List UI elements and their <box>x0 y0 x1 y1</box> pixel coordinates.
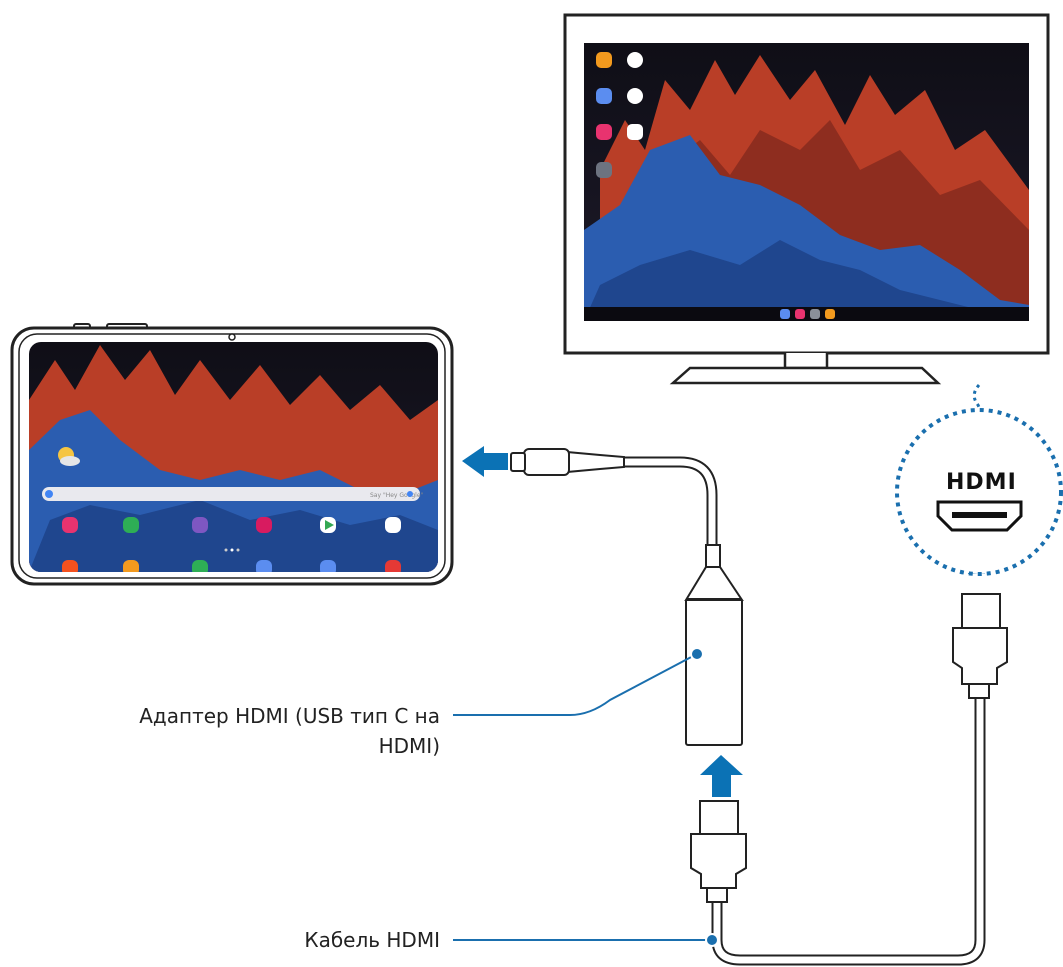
camera-app-icon[interactable] <box>62 517 78 533</box>
store-app-icon[interactable] <box>256 517 272 533</box>
messages-app-icon[interactable] <box>256 560 272 576</box>
tv-desktop-icon-internet[interactable] <box>596 88 612 104</box>
files-app-icon[interactable] <box>123 560 139 576</box>
google-search-bar[interactable] <box>42 487 420 501</box>
notes-app-icon[interactable] <box>62 560 78 576</box>
tv-screen <box>584 43 1029 321</box>
tablet-screen: Say "Hey Google" <box>29 342 438 576</box>
tv-stand <box>669 353 942 385</box>
up-arrow-into-adapter <box>700 755 743 797</box>
tv-taskbar-app-3[interactable] <box>810 309 820 319</box>
hdmi-cable <box>690 593 1008 966</box>
adapter-label-line1: Адаптер HDMI (USB тип C на <box>139 704 440 728</box>
usb-c-to-hdmi-adapter <box>510 448 744 746</box>
callout-leaders <box>453 647 719 947</box>
tv-desktop-icon-apps[interactable] <box>627 124 643 140</box>
tv-desktop-icon-settings[interactable] <box>596 162 612 178</box>
tv-desktop-icon-folder[interactable] <box>596 52 612 68</box>
adapter-body <box>685 598 743 746</box>
adapter-label-line2: HDMI) <box>379 734 440 758</box>
tv-taskbar-app-1[interactable] <box>780 309 790 319</box>
left-arrow-into-tablet <box>462 446 508 477</box>
search-hint: Say "Hey Google" <box>370 492 424 499</box>
tv-desktop-icon-play[interactable] <box>627 88 643 104</box>
tv-taskbar-app-4[interactable] <box>825 309 835 319</box>
hdmi-port-label: HDMI <box>946 470 1017 495</box>
google-apps-folder-icon[interactable] <box>385 517 401 533</box>
hdmi-port-zoom: HDMI <box>895 383 1063 576</box>
tv-taskbar-app-2[interactable] <box>795 309 805 319</box>
hdmi-port-icon <box>936 500 1023 532</box>
phone-app-icon[interactable] <box>192 560 208 576</box>
screen-recorder-app-icon[interactable] <box>385 560 401 576</box>
calculator-app-icon[interactable] <box>192 517 208 533</box>
tv-desktop-icon-gallery[interactable] <box>596 124 612 140</box>
front-camera-icon <box>228 333 236 341</box>
mic-icon[interactable] <box>407 491 413 497</box>
tv-desktop-icon-google[interactable] <box>627 52 643 68</box>
google-icon <box>45 490 53 498</box>
gallery-app-icon[interactable] <box>123 517 139 533</box>
tv-monitor <box>563 13 1050 385</box>
tablet: Say "Hey Google" <box>10 323 454 586</box>
internet-app-icon[interactable] <box>320 560 336 576</box>
cable-label: Кабель HDMI <box>304 928 440 952</box>
